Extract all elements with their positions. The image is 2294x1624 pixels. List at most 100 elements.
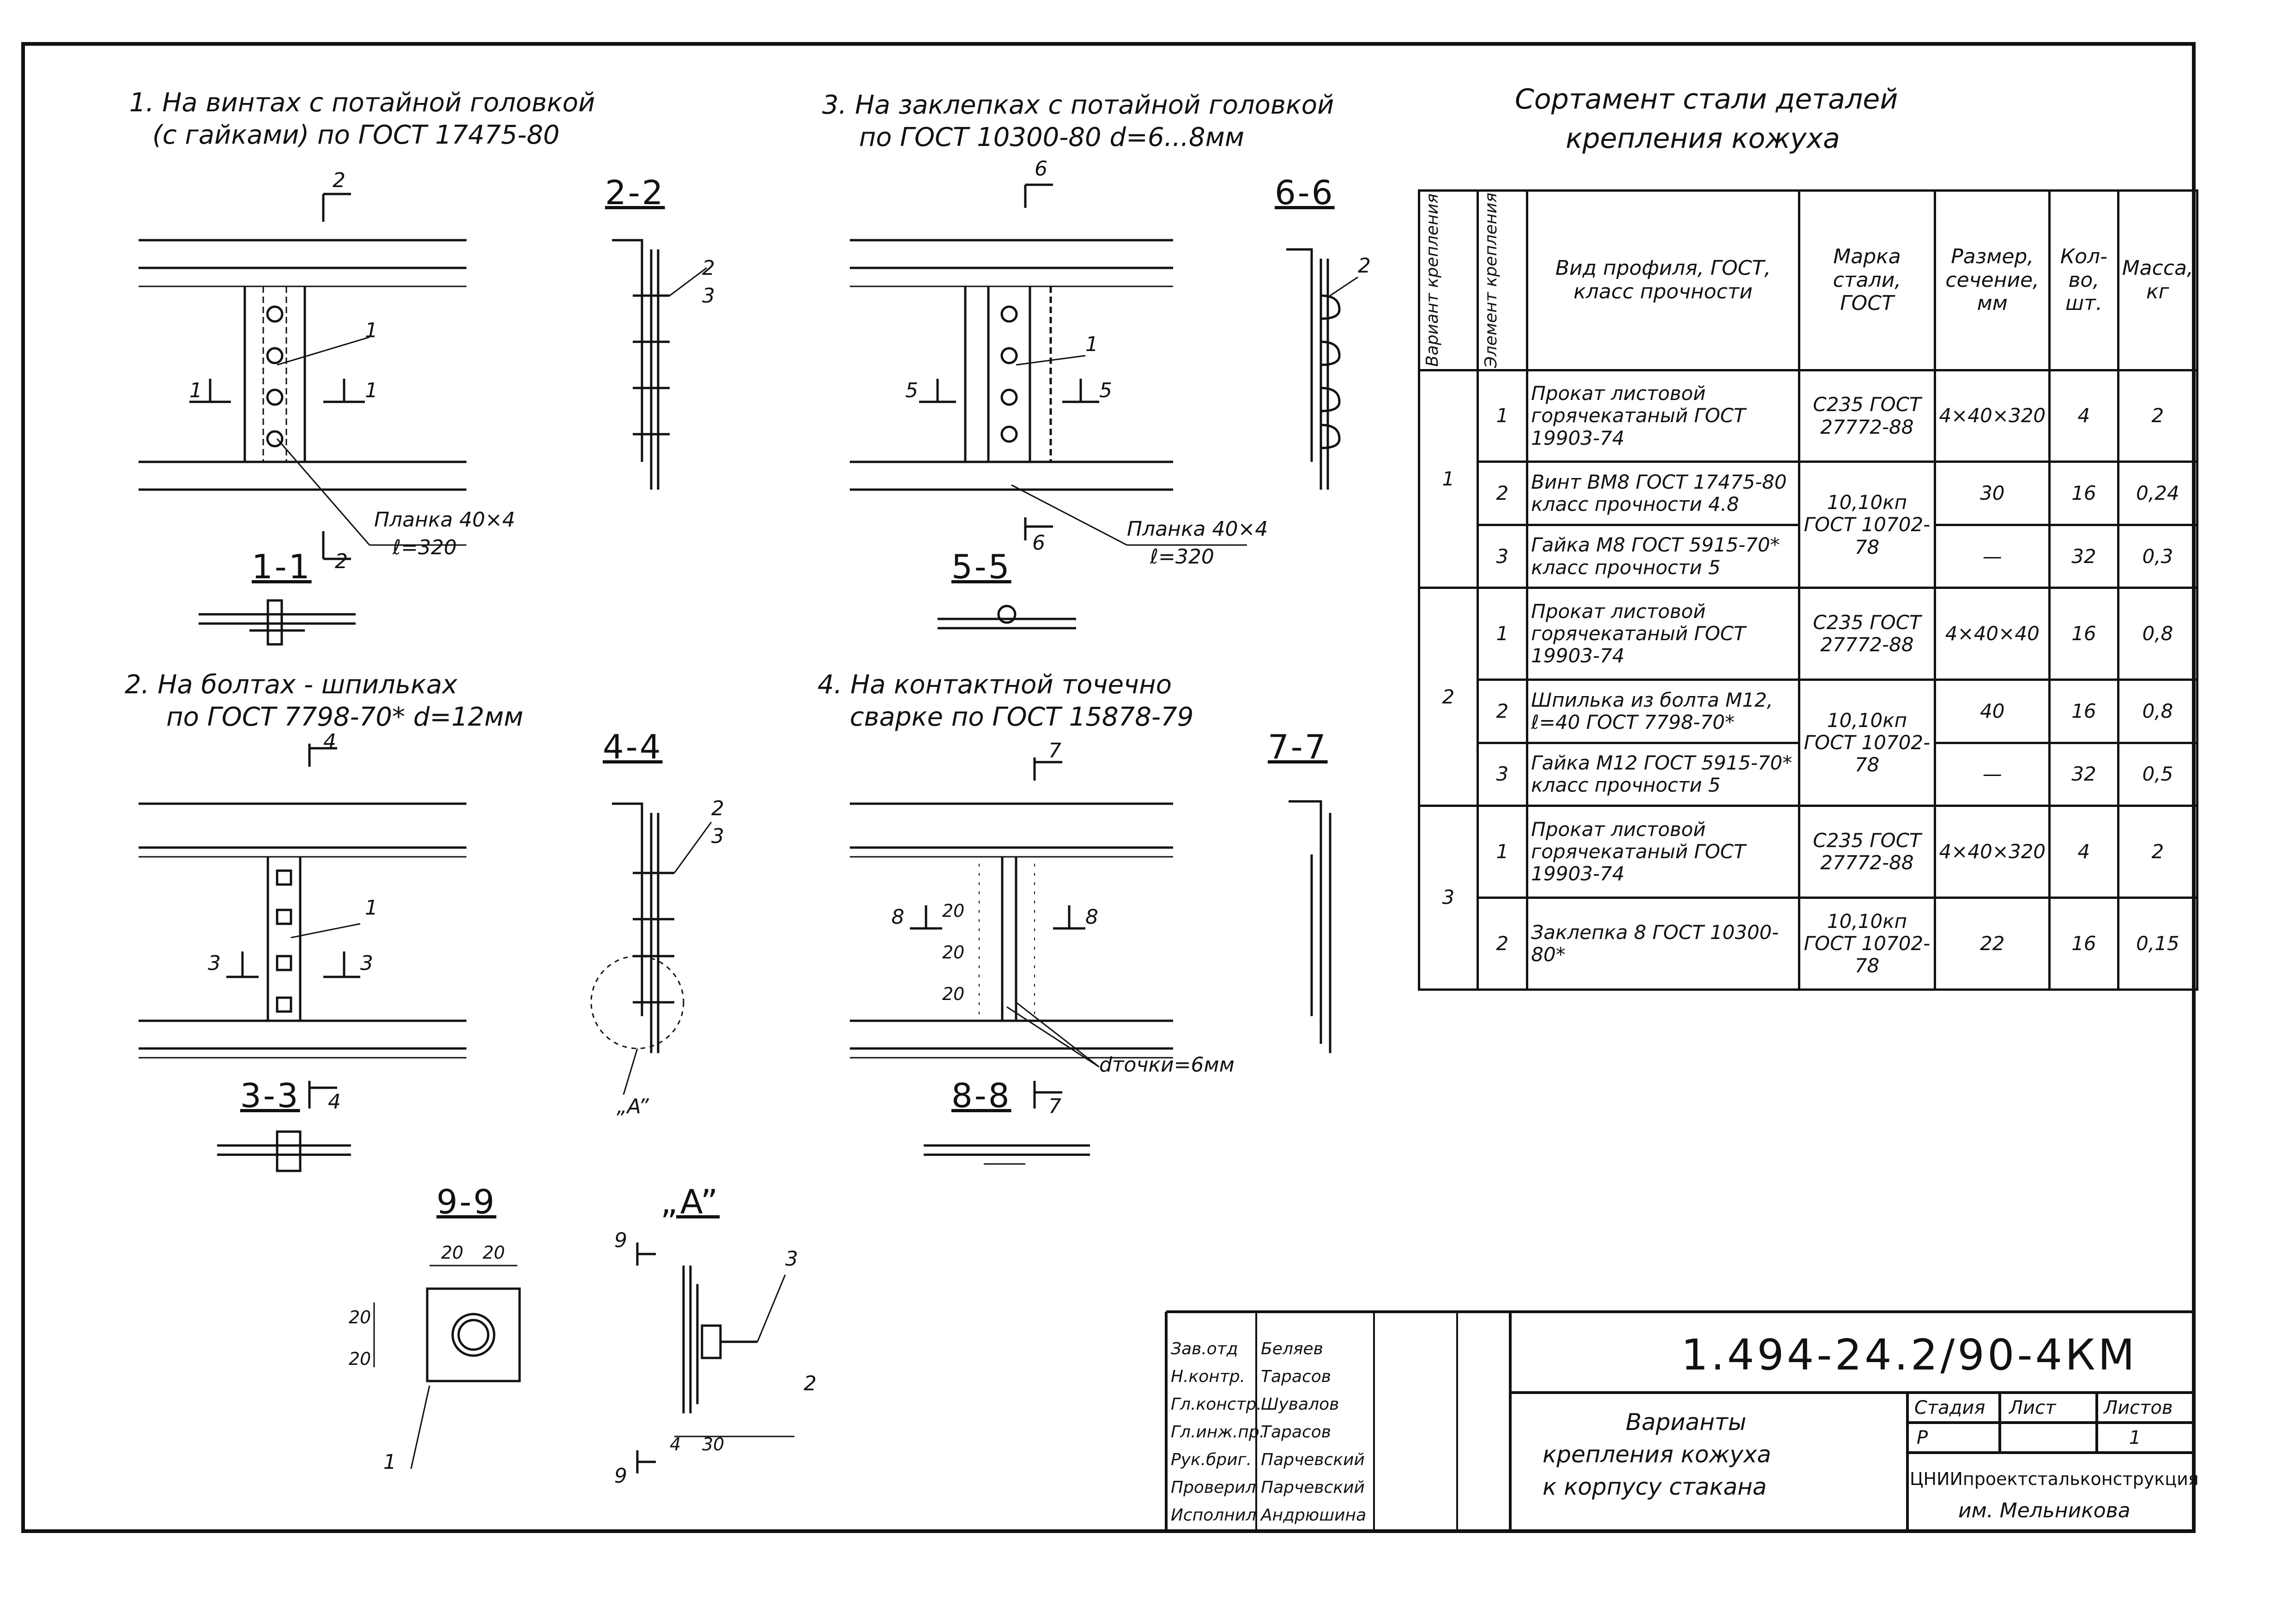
cell-profile: Прокат листовой горячекатаный ГОСТ 19903…: [1526, 587, 1800, 681]
cut-7-top: 7: [1048, 739, 1061, 763]
section-4-4-label: 4-4: [603, 727, 663, 766]
cut-9-top: 9: [614, 1229, 627, 1252]
cell-profile: Шпилька из болта М12, ℓ=40 ГОСТ 7798-70*: [1526, 679, 1800, 744]
cell-qty: 4: [2048, 805, 2119, 899]
cell-grade: 10,10кп ГОСТ 10702-78: [1798, 897, 1937, 991]
section-2-2-drawing: [612, 239, 707, 490]
callout-1a: 1: [365, 319, 378, 342]
cut-6-bottom: 6: [1032, 531, 1045, 555]
cut-1-left: 1: [189, 379, 202, 402]
cell-element: 2: [1476, 897, 1529, 991]
cell-size: 30: [1934, 461, 2051, 526]
callout-2a: 2: [702, 256, 715, 280]
cell-grade: С235 ГОСТ 27772-88: [1798, 805, 1937, 899]
cut-7-bottom: 7: [1048, 1095, 1061, 1118]
drawing-code: 1.494-24.2/90-4КМ: [1681, 1330, 2137, 1380]
tb-sheets-header: Листов: [2104, 1397, 2173, 1418]
cut-4-top: 4: [323, 730, 336, 753]
tb-desc-line1: Варианты: [1626, 1409, 1747, 1436]
dot-diameter-label: dточки=6мм: [1099, 1053, 1235, 1077]
header-variant: Вариант крепления: [1418, 189, 1479, 371]
tb-role-5: Проверил: [1171, 1478, 1256, 1497]
section-8-8-label: 8-8: [951, 1076, 1011, 1115]
section-9-9-label: 9-9: [436, 1182, 496, 1221]
table-row: 2 1 Прокат листовой горячекатаный ГОСТ 1…: [1418, 587, 2199, 807]
tb-desc-line2: крепления кожуха: [1543, 1441, 1771, 1468]
tb-sheet-header: Лист: [2009, 1397, 2056, 1418]
cell-size: —: [1934, 523, 2051, 589]
table-row: 1 1 Прокат листовой горячекатаный ГОСТ 1…: [1418, 369, 2199, 589]
tb-name-4: Парчевский: [1261, 1450, 1365, 1469]
callout-3d: 3: [785, 1247, 798, 1271]
dim-20-c: 20: [349, 1307, 371, 1327]
cut-2-bottom: 2: [335, 550, 348, 573]
cell-element: 3: [1476, 741, 1529, 807]
dim-20-f: 20: [942, 942, 965, 963]
tb-role-1: Н.контр.: [1171, 1367, 1246, 1386]
cell-size: 4×40×320: [1934, 369, 2051, 463]
cell-profile: Гайка М8 ГОСТ 5915-70* класс прочности 5: [1526, 523, 1800, 589]
cut-9-bottom: 9: [614, 1464, 627, 1488]
tb-sheets-value: 1: [2129, 1427, 2141, 1448]
table-row: 2 Винт ВМ8 ГОСТ 17475-80 класс прочности…: [1419, 461, 2199, 589]
cut-2-top: 2: [333, 169, 345, 192]
cell-profile: Прокат листовой горячекатаный ГОСТ 19903…: [1526, 805, 1800, 899]
tb-name-6: Андрюшина: [1261, 1506, 1367, 1525]
dim-30: 30: [702, 1434, 725, 1454]
cell-qty: 32: [2048, 523, 2119, 589]
cell-element: 1: [1476, 369, 1529, 463]
header-mass: Масса, кг: [2117, 189, 2199, 371]
cell-variant: 1: [1418, 369, 1479, 589]
cut-3-right: 3: [360, 951, 373, 975]
length-label-2: ℓ=320: [1150, 545, 1215, 569]
tb-name-2: Шувалов: [1261, 1395, 1339, 1414]
tb-org-line2: им. Мельникова: [1958, 1499, 2131, 1522]
callout-2c: 2: [711, 797, 724, 820]
variant-4-title-line2: сварке по ГОСТ 15878-79: [850, 702, 1194, 732]
cell-variant: 3: [1418, 805, 1479, 991]
cell-grade: 10,10кп ГОСТ 10702-78: [1798, 461, 1937, 589]
view-3-drawing: [850, 183, 1247, 630]
dim-20-b: 20: [483, 1242, 505, 1263]
header-profile: Вид профиля, ГОСТ, класс прочности: [1526, 189, 1800, 371]
view-4-drawing: [850, 757, 1173, 1165]
cell-qty: 16: [2048, 897, 2119, 991]
variant-3-title-line1: 3. На заклепках с потайной головкой: [822, 90, 1334, 120]
section-2-2-label: 2-2: [605, 173, 665, 212]
tb-name-0: Беляев: [1261, 1339, 1323, 1358]
section-4-4-drawing: [590, 802, 712, 1095]
section-5-5-label: 5-5: [951, 547, 1011, 586]
table-row: 2 Заклепка 8 ГОСТ 10300-80* 10,10кп ГОСТ…: [1419, 897, 2199, 991]
tb-desc-line3: к корпусу стакана: [1543, 1473, 1767, 1500]
tb-role-0: Зав.отд: [1171, 1339, 1238, 1358]
cut-3-left: 3: [208, 951, 221, 975]
cell-grade: С235 ГОСТ 27772-88: [1798, 369, 1937, 463]
cell-element: 2: [1476, 461, 1529, 526]
plank-label-2: Планка 40×4: [1127, 517, 1268, 541]
dim-4: 4: [670, 1434, 681, 1454]
section-9-9-drawing: [373, 1265, 521, 1469]
callout-3c: 3: [711, 824, 724, 848]
header-size: Размер, сечение, мм: [1934, 189, 2051, 371]
dim-20-a: 20: [441, 1242, 464, 1263]
detail-a-drawing: [636, 1242, 794, 1473]
cell-size: 4×40×40: [1934, 587, 2051, 681]
tb-name-3: Тарасов: [1261, 1423, 1331, 1442]
section-6-6-drawing: [1286, 248, 1358, 490]
variant-1-title-line2: (с гайками) по ГОСТ 17475-80: [152, 120, 560, 150]
dim-20-d: 20: [349, 1349, 371, 1369]
dim-20-e: 20: [942, 901, 965, 921]
table-row: 3 Гайка М8 ГОСТ 5915-70* класс прочности…: [1419, 523, 2199, 589]
cell-size: 40: [1934, 679, 2051, 744]
tb-org-line1: ЦНИИпроектстальконструкция: [1910, 1469, 2199, 1489]
table-row: 2 Шпилька из болта М12, ℓ=40 ГОСТ 7798-7…: [1419, 679, 2199, 807]
cell-element: 1: [1476, 805, 1529, 899]
cell-profile: Заклепка 8 ГОСТ 10300-80*: [1526, 897, 1800, 991]
detail-a-ref: „A”: [617, 1095, 649, 1118]
variant-2-title-line2: по ГОСТ 7798-70* d=12мм: [166, 702, 524, 732]
cell-element: 2: [1476, 679, 1529, 744]
plank-label-1: Планка 40×4: [374, 508, 515, 532]
cut-8-left: 8: [891, 905, 904, 929]
